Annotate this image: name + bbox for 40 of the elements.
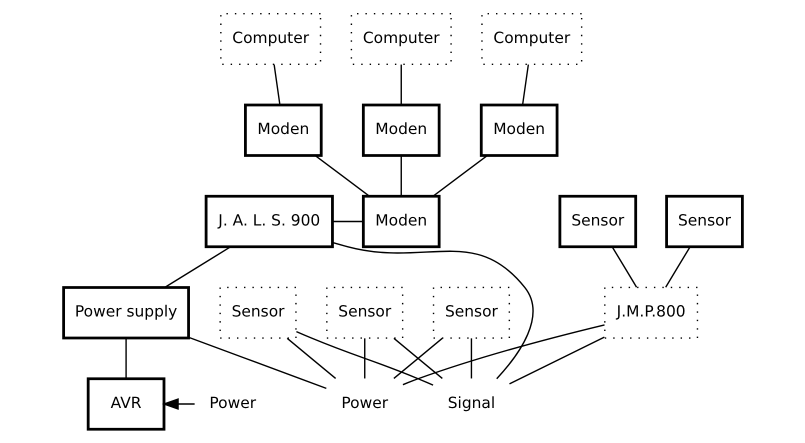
node-box: Moden — [244, 104, 322, 157]
connector — [508, 336, 604, 384]
node-text: Power — [208, 394, 256, 412]
connector — [664, 246, 690, 288]
connector — [432, 155, 487, 197]
connector — [124, 338, 126, 378]
node-box: Sensor — [558, 194, 637, 248]
node-box: Moden — [479, 104, 558, 157]
node-box: Sensor — [432, 286, 510, 339]
connector — [332, 242, 534, 380]
connector — [332, 220, 363, 222]
node-box: Sensor — [664, 194, 744, 248]
connector — [470, 338, 472, 378]
node-box: J.M.P.800 — [604, 286, 698, 339]
connector — [272, 64, 280, 105]
connector — [402, 324, 604, 386]
connector — [521, 64, 529, 105]
connector — [314, 155, 369, 197]
node-box: Sensor — [326, 286, 403, 339]
node-box: AVR — [86, 377, 165, 431]
node-box: Sensor — [218, 286, 296, 339]
connector — [164, 246, 230, 288]
connector — [188, 336, 326, 390]
node-box: Power supply — [62, 286, 190, 340]
connector — [364, 338, 365, 378]
node-box: Computer — [350, 13, 452, 65]
connector — [392, 338, 442, 379]
node-box: J. A. L. S. 900 — [204, 194, 334, 248]
node-text: Power — [340, 394, 388, 412]
connector — [400, 64, 402, 105]
node-text: Signal — [447, 394, 495, 412]
connector — [611, 246, 637, 288]
node-box: Moden — [361, 194, 440, 248]
node-box: Moden — [361, 104, 440, 157]
connector — [286, 338, 336, 379]
arrow — [161, 398, 194, 410]
node-box: Computer — [220, 13, 321, 65]
node-box: Computer — [480, 13, 582, 65]
connector — [296, 330, 433, 386]
connector — [400, 156, 402, 196]
